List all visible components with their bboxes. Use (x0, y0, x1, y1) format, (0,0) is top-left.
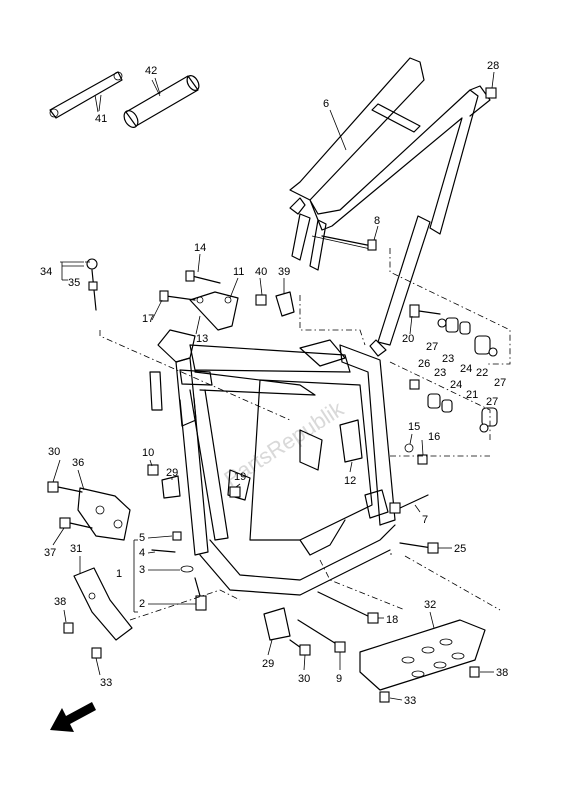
label-12: 12 (344, 475, 356, 487)
label-9: 9 (336, 673, 342, 685)
label-27-lower: 27 (486, 396, 498, 408)
bolt-25 (399, 542, 439, 554)
label-1: 1 (116, 568, 122, 580)
label-34: 34 (40, 266, 52, 278)
label-33-left: 33 (100, 677, 112, 689)
label-24-lower: 24 (450, 379, 462, 391)
label-29-upper: 29 (166, 467, 178, 479)
nipple-34-35 (86, 258, 98, 311)
label-15: 15 (408, 421, 420, 433)
label-3: 3 (139, 564, 145, 576)
label-10: 10 (142, 447, 154, 459)
bolt-17 (159, 290, 196, 302)
callout-labels: 41 42 6 28 8 14 11 40 39 34 35 17 13 20 … (40, 60, 508, 707)
bolt-4 (151, 549, 176, 553)
label-6: 6 (323, 98, 329, 110)
label-40: 40 (255, 266, 267, 278)
leader-lines-lower (52, 299, 494, 701)
label-13: 13 (196, 333, 208, 345)
bracket-12 (339, 419, 363, 463)
label-26: 26 (418, 358, 430, 370)
label-27-right: 27 (494, 377, 506, 389)
bolt-20 (409, 304, 441, 318)
leader-lines (60, 71, 495, 613)
label-23-lower: 23 (434, 367, 446, 379)
label-17: 17 (142, 313, 154, 325)
collar-23-24 (437, 317, 498, 357)
bolt-38-left (63, 622, 74, 634)
label-41: 41 (95, 113, 107, 125)
nut-10 (147, 464, 159, 476)
label-32: 32 (424, 599, 436, 611)
plate-15-16 (404, 443, 428, 465)
label-42: 42 (145, 65, 157, 77)
bolt-18 (317, 591, 379, 624)
skid-plate-32 (359, 619, 486, 691)
label-25: 25 (454, 543, 466, 555)
bolt-30-lower (289, 639, 311, 656)
label-11: 11 (233, 266, 244, 278)
label-30-upper: 30 (48, 446, 60, 458)
wrench-tool (49, 71, 123, 119)
nut-19 (229, 486, 241, 498)
rear-subframe (289, 57, 491, 357)
bolt-5 (172, 531, 182, 541)
label-8: 8 (374, 215, 380, 227)
label-2: 2 (139, 598, 145, 610)
washer-3 (180, 565, 194, 573)
label-38-right: 38 (496, 667, 508, 679)
label-30-lower: 30 (298, 673, 310, 685)
socket-tool (123, 75, 200, 128)
label-23-upper: 23 (442, 353, 454, 365)
nut-40 (255, 294, 267, 306)
label-39: 39 (278, 266, 290, 278)
label-14: 14 (194, 242, 206, 254)
bolt-14 (185, 270, 221, 284)
label-4: 4 (139, 547, 145, 559)
label-21: 21 (466, 389, 478, 401)
bolt-37 (59, 517, 93, 529)
bolt-33-left (91, 647, 102, 659)
label-31: 31 (70, 543, 82, 555)
guard-31 (73, 567, 133, 641)
label-38-left: 38 (54, 596, 66, 608)
label-22: 22 (476, 367, 488, 379)
label-20: 20 (402, 333, 414, 345)
bolt-30-upper (47, 481, 83, 493)
reference-lines (99, 248, 511, 621)
collar-lower-set (409, 379, 498, 433)
bolt-38-right (469, 666, 480, 678)
direction-arrow (50, 702, 96, 732)
label-33-right: 33 (404, 695, 416, 707)
bolt-8 (321, 235, 377, 251)
bracket-39 (275, 291, 295, 317)
label-24-upper: 24 (460, 363, 472, 375)
label-29-lower: 29 (262, 658, 274, 670)
bracket-29-lower (263, 607, 291, 641)
label-18: 18 (386, 614, 398, 626)
main-frame (149, 329, 396, 596)
label-35: 35 (68, 277, 80, 289)
label-36: 36 (72, 457, 84, 469)
label-19: 19 (234, 471, 246, 483)
label-16: 16 (428, 431, 440, 443)
label-28: 28 (487, 60, 499, 72)
bolt-7 (389, 494, 429, 514)
bolt-2 (194, 577, 207, 611)
label-27-upper: 27 (426, 341, 438, 353)
bracket-29-upper (161, 475, 181, 499)
label-7: 7 (422, 514, 428, 526)
bracket-36 (77, 487, 131, 541)
cap-28 (485, 87, 497, 99)
label-5: 5 (139, 532, 145, 544)
bolt-33-right (379, 691, 390, 703)
bracket-11 (189, 291, 239, 331)
label-37: 37 (44, 547, 56, 559)
